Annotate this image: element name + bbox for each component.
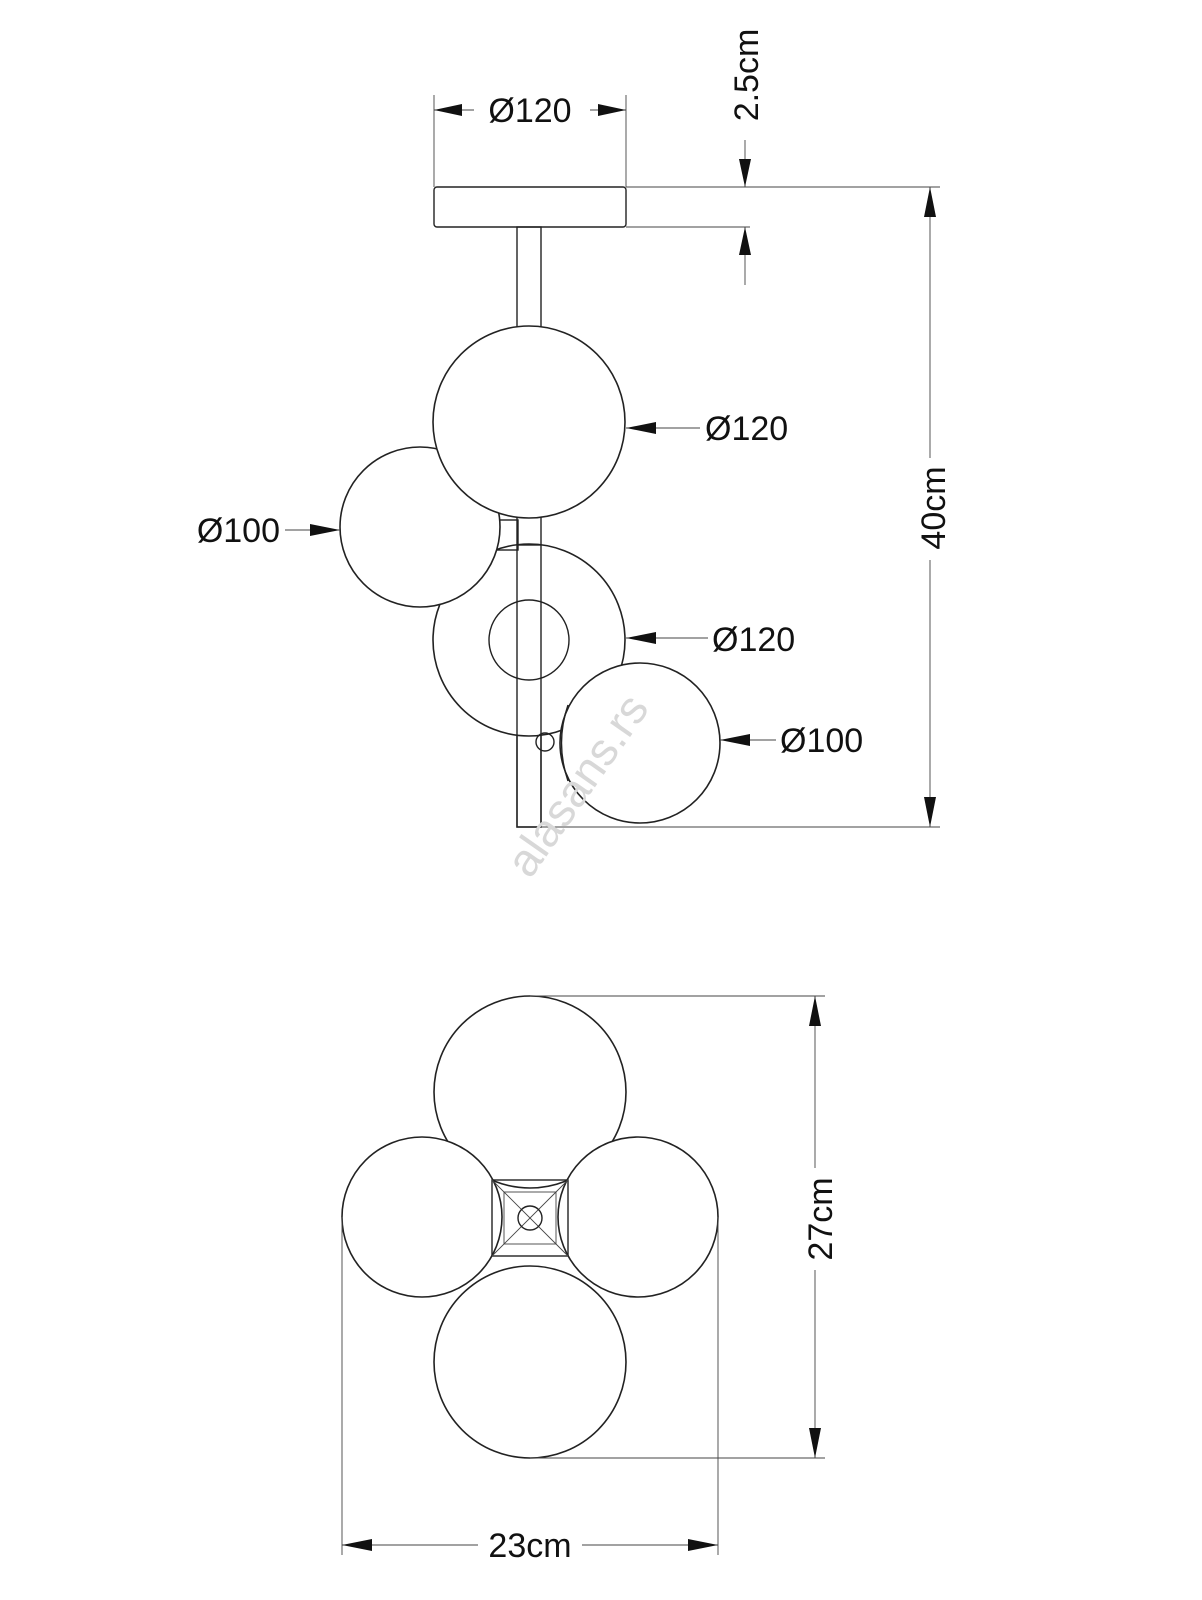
globe-top — [432, 325, 626, 519]
globe-middle — [432, 543, 626, 737]
globe-middle-label: Ø120 — [712, 621, 795, 659]
depth-label: 27cm — [802, 1177, 840, 1260]
top-view: 27cm 23cm — [341, 995, 840, 1565]
side-view: Ø120 2.5cm 40cm Ø120 Ø100 Ø120 Ø100 — [197, 29, 953, 828]
top-view-globe-left — [341, 1136, 503, 1298]
top-view-globe-bottom — [433, 1265, 627, 1459]
globe-middle-socket — [488, 599, 570, 681]
bottom-globe-neck — [560, 704, 569, 782]
top-view-mount — [491, 1179, 569, 1257]
globe-left-label: Ø100 — [197, 512, 280, 550]
canopy-height-label: 2.5cm — [728, 29, 766, 122]
top-view-globe-right — [557, 1136, 719, 1298]
total-height-label: 40cm — [915, 466, 953, 549]
top-view-mount-center — [517, 1205, 543, 1231]
canopy-diameter-label: Ø120 — [488, 92, 571, 130]
bottom-globe-knob — [535, 732, 555, 752]
canopy — [433, 186, 627, 228]
width-label: 23cm — [488, 1527, 571, 1565]
globe-bottom-right-label: Ø100 — [780, 722, 863, 760]
globe-bottom-right — [559, 662, 721, 824]
lamp-rod-front — [516, 544, 542, 828]
globe-top-label: Ø120 — [705, 410, 788, 448]
